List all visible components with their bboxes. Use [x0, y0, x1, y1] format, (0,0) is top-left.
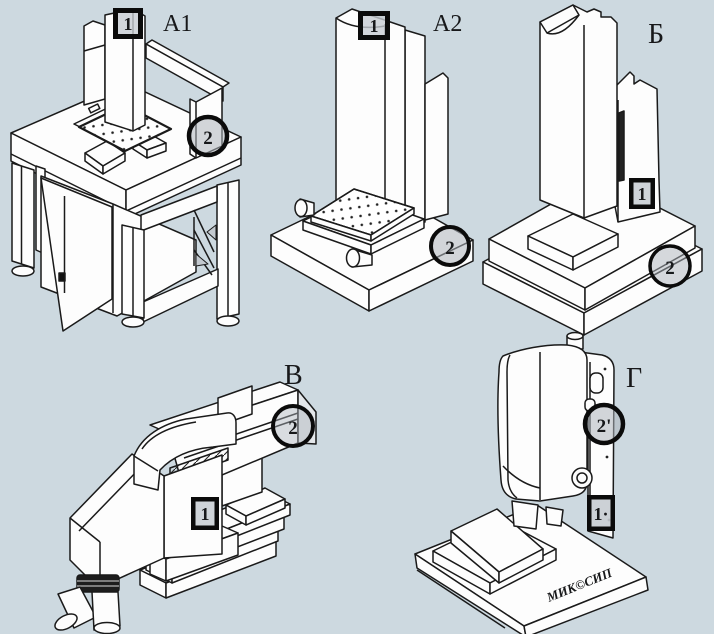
svg-text:2: 2 [288, 418, 298, 439]
svg-text:А1: А1 [163, 11, 192, 37]
svg-text:2: 2 [445, 238, 455, 259]
svg-text:1: 1 [370, 16, 379, 36]
svg-text:А2: А2 [433, 11, 462, 37]
svg-text:Б: Б [648, 19, 664, 50]
svg-text:1: 1 [124, 14, 133, 34]
svg-text:2: 2 [665, 258, 675, 279]
svg-text:2': 2' [597, 416, 612, 437]
svg-text:1·: 1· [593, 504, 608, 524]
svg-text:Г: Г [626, 363, 642, 394]
svg-text:В: В [284, 360, 303, 391]
svg-text:1: 1 [638, 184, 647, 204]
svg-text:1: 1 [201, 504, 210, 524]
svg-text:2: 2 [203, 128, 213, 149]
